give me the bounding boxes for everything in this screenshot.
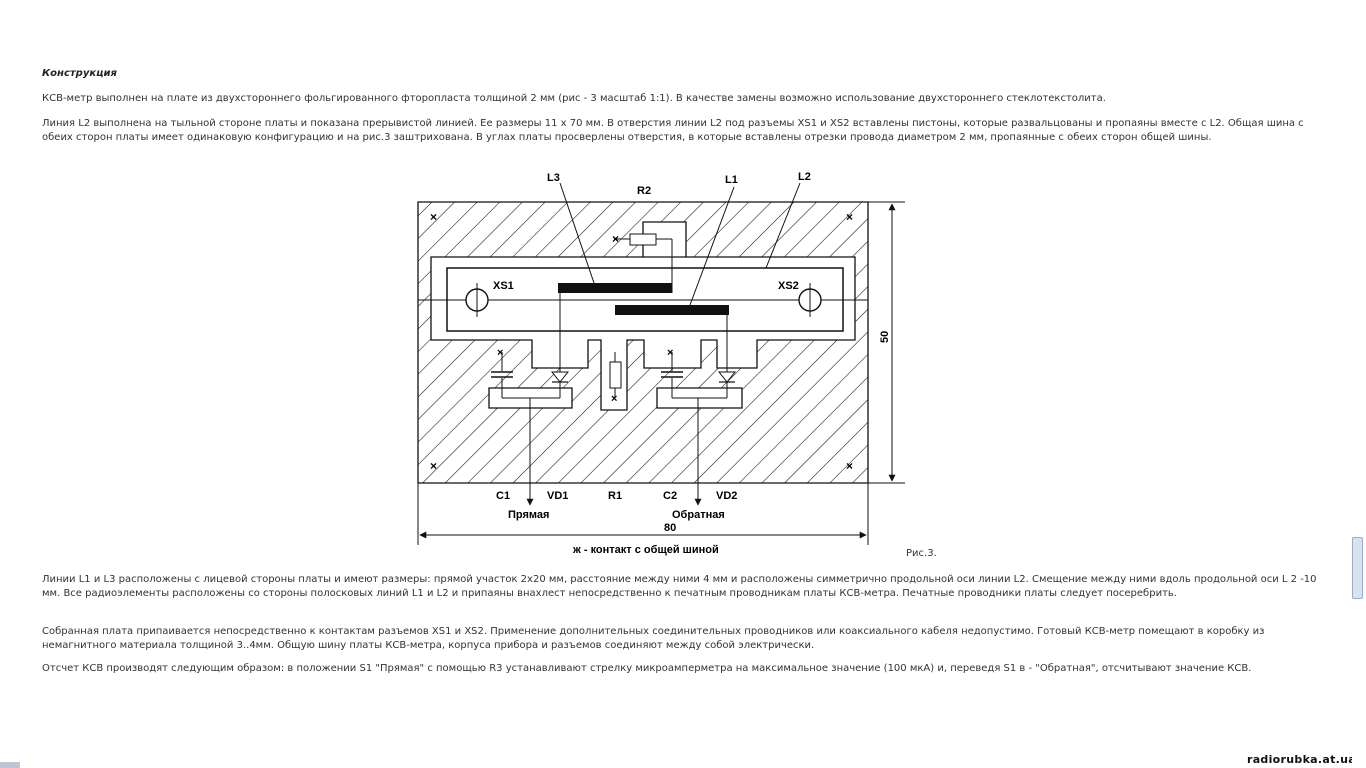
xs1-connector	[465, 283, 489, 317]
label-direct: Прямая	[508, 509, 549, 521]
watermark: radiorubka.at.ua	[1246, 753, 1356, 766]
svg-text:×: ×	[846, 459, 853, 473]
scrollbar-thumb[interactable]	[1352, 537, 1363, 599]
svg-text:×: ×	[430, 459, 437, 473]
label-legend: ж - контакт с общей шиной	[572, 544, 719, 556]
corner-fragment	[0, 762, 20, 768]
svg-text:×: ×	[611, 393, 617, 405]
label-c2: C2	[663, 490, 677, 502]
paragraph-assembly: Собранная плата припаивается непосредств…	[42, 626, 1265, 651]
paragraph-lines-l1-l3: Линии L1 и L3 расположены с лицевой стор…	[42, 574, 1317, 599]
label-r2: R2	[637, 185, 651, 197]
paragraph-construction-material: КСВ-метр выполнен на плате из двухсторон…	[42, 93, 1106, 104]
svg-text:×: ×	[497, 347, 503, 359]
capacitor-c1	[491, 352, 513, 398]
label-xs2: XS2	[778, 280, 799, 292]
label-vd2: VD2	[716, 490, 737, 502]
label-l3: L3	[547, 172, 560, 184]
xs2-connector	[798, 283, 822, 317]
svg-text:×: ×	[846, 210, 853, 224]
resistor-r1	[609, 352, 622, 398]
label-dim-width: 80	[664, 522, 676, 534]
paragraph-line-l2: Линия L2 выполнена на тыльной стороне пл…	[42, 118, 1304, 143]
resistor-r2	[629, 233, 657, 246]
line-l3	[558, 283, 672, 293]
label-reverse: Обратная	[672, 509, 725, 521]
page-heading: Конструкция	[42, 68, 117, 79]
vertical-scrollbar[interactable]	[1352, 0, 1366, 768]
figure-caption: Рис.3.	[906, 548, 937, 559]
label-xs1: XS1	[493, 280, 514, 292]
svg-text:×: ×	[430, 210, 437, 224]
paragraph-measurement: Отсчет КСВ производят следующим образом:…	[42, 663, 1252, 674]
pcb-figure: × × × × × × × ×	[417, 171, 905, 556]
label-dim-height: 50	[879, 331, 891, 343]
label-vd1: VD1	[547, 490, 568, 502]
capacitor-c2	[661, 352, 683, 398]
label-r1: R1	[608, 490, 622, 502]
svg-text:×: ×	[612, 232, 619, 246]
label-c1: C1	[496, 490, 510, 502]
line-l1	[615, 305, 729, 315]
label-l2: L2	[798, 171, 811, 183]
diode-vd2	[717, 371, 737, 383]
svg-text:×: ×	[667, 347, 673, 359]
label-l1: L1	[725, 174, 738, 186]
diode-vd1	[550, 371, 570, 383]
